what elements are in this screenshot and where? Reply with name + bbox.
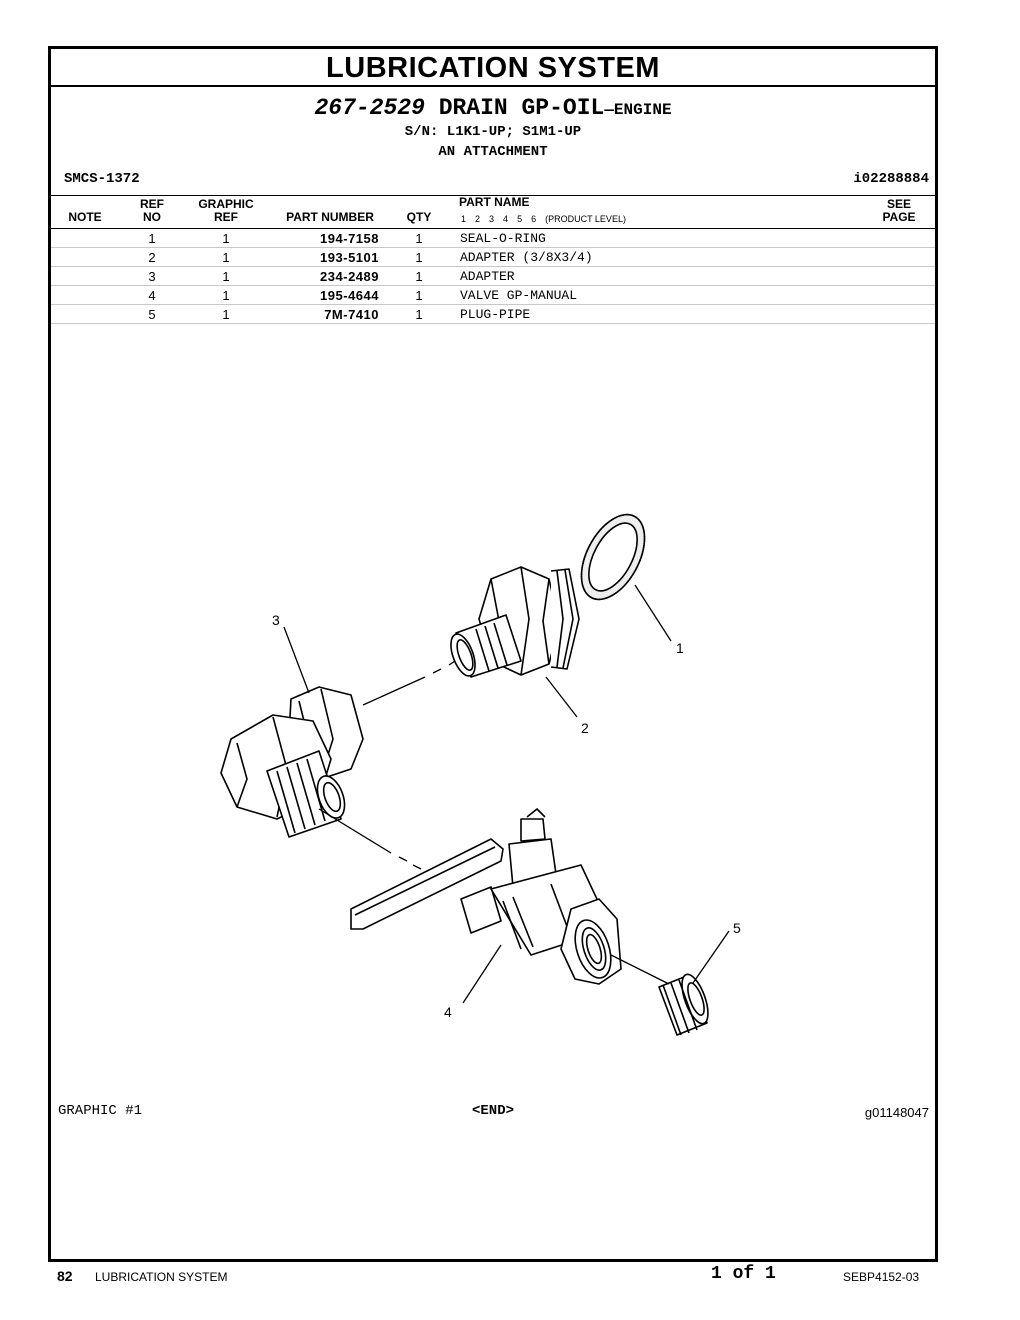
graphic-id: g01148047 xyxy=(864,1105,929,1120)
callout-4: 4 xyxy=(444,1004,452,1020)
valve-gp-manual-drawing xyxy=(350,808,622,985)
leader-line-5 xyxy=(692,930,730,984)
header-rule xyxy=(51,195,935,196)
qty: 1 xyxy=(415,231,423,246)
header-bottom-rule xyxy=(51,228,935,229)
leader-line-3 xyxy=(283,626,310,694)
footer-section: LUBRICATION SYSTEM xyxy=(95,1270,228,1284)
leader-line-4 xyxy=(462,944,502,1004)
part-name: PLUG-PIPE xyxy=(460,307,531,322)
adapter-3-8x3-4-drawing xyxy=(450,566,580,678)
part-number: 193-5101 xyxy=(320,250,379,265)
table-row: 3 1 234-2489 1 ADAPTER xyxy=(51,267,935,286)
table-row: 1 1 194-7158 1 SEAL-O-RING xyxy=(51,229,935,248)
footer-doc-number: SEBP4152-03 xyxy=(843,1270,920,1284)
ref-no: 2 xyxy=(148,250,156,265)
graphic-ref: 1 xyxy=(222,269,230,284)
title-bar: LUBRICATION SYSTEM xyxy=(51,49,935,87)
qty: 1 xyxy=(415,269,423,284)
smcs-code: SMCS-1372 xyxy=(64,171,140,187)
plug-pipe-drawing xyxy=(658,973,709,1036)
qty: 1 xyxy=(415,250,423,265)
footer-page-of: 1 of 1 xyxy=(711,1264,776,1284)
part-name: VALVE GP-MANUAL xyxy=(460,288,578,303)
col-part-number: PART NUMBER xyxy=(286,210,374,224)
part-number: 194-7158 xyxy=(320,231,379,246)
part-number: 195-4644 xyxy=(320,288,379,303)
callout-3: 3 xyxy=(272,612,280,628)
group-number: 267-2529 xyxy=(314,95,425,121)
part-number: 7M-7410 xyxy=(324,307,379,322)
serial-numbers: S/N: L1K1-UP; S1M1-UP xyxy=(404,124,582,140)
section-title: LUBRICATION SYSTEM xyxy=(326,52,660,84)
ref-no: 3 xyxy=(148,269,156,284)
ref-no: 1 xyxy=(148,231,156,246)
part-name: ADAPTER xyxy=(460,269,515,284)
ref-no: 5 xyxy=(148,307,156,322)
graphic-label: GRAPHIC #1 xyxy=(58,1103,143,1119)
col-note: NOTE xyxy=(68,210,102,224)
seal-o-ring-drawing xyxy=(580,513,646,601)
leader-line-1 xyxy=(634,584,672,642)
illustration-id: i02288884 xyxy=(853,171,929,187)
parts-table: 1 1 194-7158 1 SEAL-O-RING 2 1 193-5101 … xyxy=(51,229,935,324)
table-row: 2 1 193-5101 1 ADAPTER (3/8X3/4) xyxy=(51,248,935,267)
end-marker: <END> xyxy=(471,1103,514,1119)
exploded-view-illustration: 1 2 3 4 5 xyxy=(220,513,741,1036)
qty: 1 xyxy=(415,288,423,303)
col-qty: QTY xyxy=(406,210,432,224)
adapter-drawing xyxy=(220,686,364,838)
part-name: SEAL-O-RING xyxy=(460,231,546,246)
callout-5: 5 xyxy=(733,920,741,936)
attachment-label: AN ATTACHMENT xyxy=(438,144,548,160)
footer-page-number: 82 xyxy=(57,1268,73,1284)
graphic-ref: 1 xyxy=(222,250,230,265)
graphic-ref: 1 xyxy=(222,231,230,246)
group-suffix: —ENGINE xyxy=(604,101,672,119)
ref-no: 4 xyxy=(148,288,156,303)
table-row: 4 1 195-4644 1 VALVE GP-MANUAL xyxy=(51,286,935,305)
qty: 1 xyxy=(415,307,423,322)
leader-line-2 xyxy=(545,676,578,718)
callout-1: 1 xyxy=(676,640,684,656)
part-number: 234-2489 xyxy=(320,269,379,284)
group-name: DRAIN GP-OIL xyxy=(438,95,605,121)
callout-2: 2 xyxy=(581,720,589,736)
col-part-name: PART NAME xyxy=(459,195,530,209)
page-frame: LUBRICATION SYSTEM 267-2529 DRAIN GP-OIL… xyxy=(48,46,938,1262)
graphic-ref: 1 xyxy=(222,288,230,303)
part-name: ADAPTER (3/8X3/4) xyxy=(460,250,593,265)
table-row: 5 1 7M-7410 1 PLUG-PIPE xyxy=(51,305,935,324)
graphic-ref: 1 xyxy=(222,307,230,322)
group-title: 267-2529 DRAIN GP-OIL—ENGINE xyxy=(51,95,935,121)
